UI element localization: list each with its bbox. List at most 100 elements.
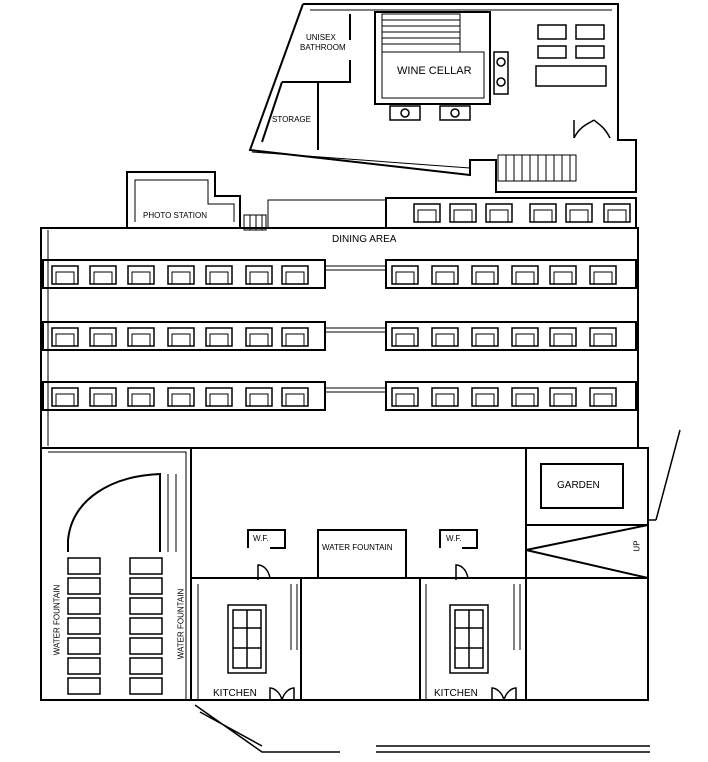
water-fountain-label: WATER FOUNTAIN bbox=[322, 543, 393, 552]
booth-row-2-right bbox=[385, 321, 637, 351]
seat-block bbox=[129, 657, 163, 675]
booth-table bbox=[171, 393, 191, 406]
booth-table bbox=[435, 393, 455, 406]
booth-table bbox=[249, 393, 269, 406]
booth-seat bbox=[431, 327, 459, 347]
kitchen-left-label: KITCHEN bbox=[213, 688, 257, 699]
booth-seat bbox=[471, 327, 499, 347]
booth-seat bbox=[431, 265, 459, 285]
center-passage bbox=[300, 577, 421, 701]
booth-seat bbox=[529, 203, 557, 223]
booth-seat bbox=[511, 265, 539, 285]
wine-cellar-outer bbox=[374, 11, 491, 105]
wf-left-label: W.F. bbox=[253, 534, 269, 543]
booth-table bbox=[569, 209, 589, 222]
booth-seat bbox=[391, 327, 419, 347]
booth-table bbox=[93, 271, 113, 284]
booth-seat bbox=[485, 203, 513, 223]
booth-row-2-left bbox=[42, 321, 326, 351]
booth-table bbox=[249, 333, 269, 346]
booth-seat bbox=[565, 203, 593, 223]
seat-block bbox=[129, 637, 163, 655]
booth-seat bbox=[51, 327, 79, 347]
booth-seat bbox=[127, 327, 155, 347]
booth-table bbox=[131, 393, 151, 406]
bathroom-wall bbox=[282, 14, 351, 83]
kitchen-right-label: KITCHEN bbox=[434, 688, 478, 699]
booth-seat bbox=[89, 327, 117, 347]
seat-block bbox=[67, 657, 101, 675]
middle-block bbox=[190, 447, 527, 579]
booth-seat bbox=[89, 387, 117, 407]
booth-seat bbox=[245, 327, 273, 347]
curved-wall bbox=[67, 472, 161, 552]
booth-table bbox=[533, 209, 553, 222]
booth-table bbox=[285, 271, 305, 284]
dining-area-label: DINING AREA bbox=[332, 234, 397, 245]
booth-table bbox=[515, 271, 535, 284]
kitchen-right-outline bbox=[419, 577, 527, 701]
photo-station-outline bbox=[126, 171, 241, 228]
wine-cellar-label: WINE CELLAR bbox=[397, 65, 472, 77]
booth-table bbox=[55, 333, 75, 346]
booth-table bbox=[553, 333, 573, 346]
seat-block bbox=[67, 577, 101, 595]
booth-table bbox=[131, 333, 151, 346]
booth-row-3-left bbox=[42, 381, 326, 411]
booth-seat bbox=[167, 265, 195, 285]
kitchen-left-outline bbox=[190, 577, 302, 701]
booth-seat bbox=[511, 327, 539, 347]
booth-table bbox=[489, 209, 509, 222]
booth-seat bbox=[127, 387, 155, 407]
seat-block bbox=[129, 577, 163, 595]
booth-table bbox=[593, 271, 613, 284]
booth-table bbox=[171, 333, 191, 346]
booth-table bbox=[553, 393, 573, 406]
booth-table bbox=[417, 209, 437, 222]
water-fountain-vertical-right: WATER FOUNTAIN bbox=[176, 588, 186, 660]
booth-seat bbox=[205, 327, 233, 347]
storage-wall bbox=[261, 81, 319, 150]
booth-table bbox=[209, 271, 229, 284]
seat-block bbox=[129, 677, 163, 695]
seat-block bbox=[129, 617, 163, 635]
booth-seat bbox=[549, 387, 577, 407]
booth-table bbox=[395, 271, 415, 284]
cellar-stairs bbox=[381, 13, 461, 53]
seat-block bbox=[67, 617, 101, 635]
booth-table bbox=[553, 271, 573, 284]
booth-table bbox=[395, 393, 415, 406]
water-fountain-vertical-left: WATER FOUNTAIN bbox=[52, 584, 62, 656]
booth-table bbox=[55, 393, 75, 406]
rear-stairs bbox=[497, 154, 577, 182]
booth-seat bbox=[589, 265, 617, 285]
booth-seat bbox=[205, 387, 233, 407]
upper-wing-inner bbox=[251, 9, 612, 169]
booth-seat bbox=[471, 387, 499, 407]
booth-table bbox=[93, 393, 113, 406]
booth-table bbox=[453, 209, 473, 222]
booth-table bbox=[515, 333, 535, 346]
booth-table bbox=[475, 333, 495, 346]
ramp bbox=[525, 524, 649, 579]
cellar-tables bbox=[389, 24, 607, 121]
seat-block bbox=[129, 597, 163, 615]
booth-seat bbox=[589, 387, 617, 407]
booth-table bbox=[93, 333, 113, 346]
booth-table bbox=[515, 393, 535, 406]
upper-wing-outline bbox=[248, 3, 637, 193]
garden-box bbox=[540, 463, 624, 509]
booth-table bbox=[435, 271, 455, 284]
booth-seat bbox=[167, 387, 195, 407]
booth-row-3-right bbox=[385, 381, 637, 411]
booth-seat bbox=[549, 265, 577, 285]
up-label: UP bbox=[632, 540, 642, 552]
water-fountain-box bbox=[317, 529, 407, 579]
booth-seat bbox=[281, 327, 309, 347]
seat-block bbox=[129, 557, 163, 575]
booth-seat bbox=[281, 387, 309, 407]
booth-table bbox=[593, 333, 613, 346]
kitchen-left-table bbox=[227, 604, 267, 674]
wf-left-box bbox=[247, 529, 286, 549]
